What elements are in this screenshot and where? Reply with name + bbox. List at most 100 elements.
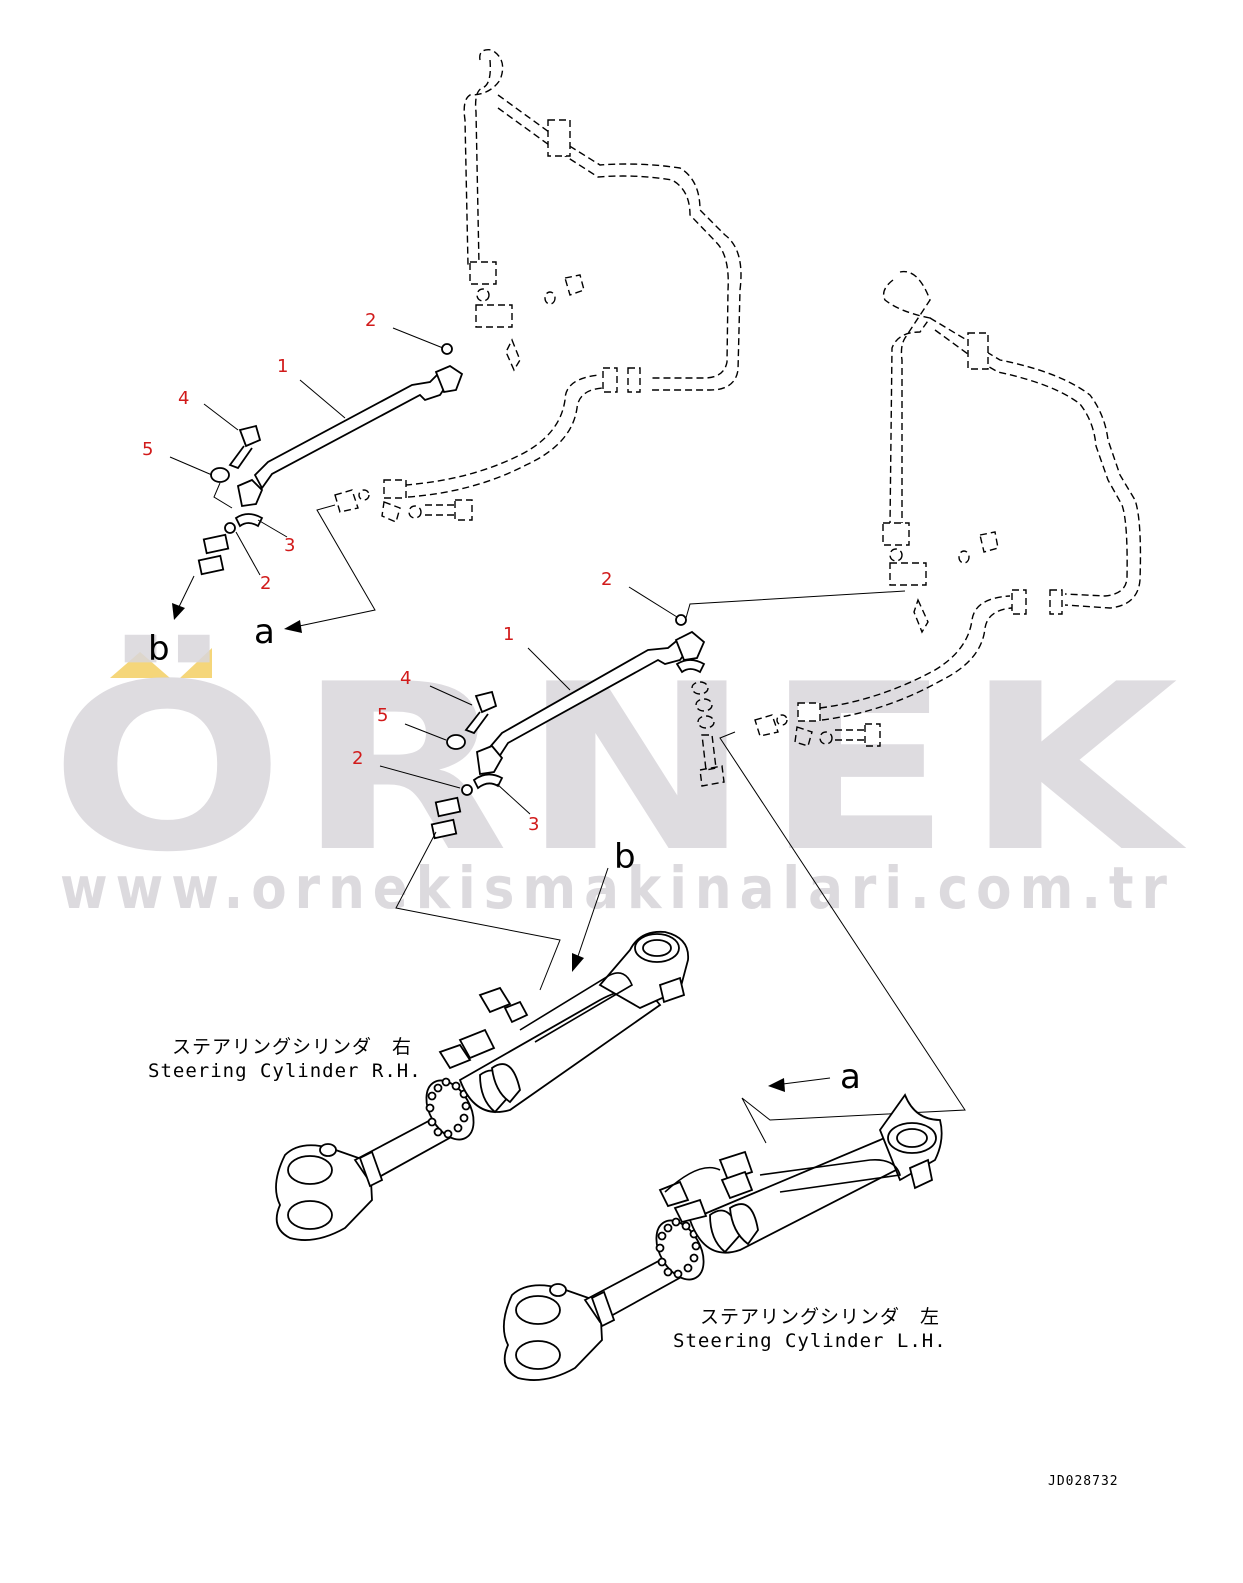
ref-letter-lower-a: a bbox=[840, 1057, 861, 1097]
upper-dashed-hose-fitting bbox=[602, 367, 618, 393]
lower-dashed-pipe-run bbox=[929, 317, 1142, 609]
callout-lower-5: 5 bbox=[377, 705, 388, 726]
watermark-accent-right bbox=[180, 648, 212, 678]
callout-upper-2-bottom: 2 bbox=[260, 573, 271, 594]
leader-lower-3 bbox=[496, 783, 531, 815]
document-id: JD028732 bbox=[1048, 1474, 1119, 1489]
lh-grease-nipple bbox=[549, 1283, 567, 1297]
upper-oring-2-top bbox=[441, 343, 453, 355]
leader-upper-5 bbox=[169, 456, 213, 476]
upper-hose-1 bbox=[253, 370, 452, 490]
lower-a-ref-line bbox=[719, 731, 966, 1144]
upper-dashed-block bbox=[547, 119, 571, 157]
lh-eye-hole-top bbox=[515, 1295, 561, 1325]
leader-lower-5 bbox=[404, 723, 447, 741]
callout-lower-4: 4 bbox=[400, 668, 411, 689]
upper-b-arrowhead bbox=[172, 603, 185, 620]
lh-rod-collar bbox=[590, 1290, 616, 1328]
lower-split-flange-a bbox=[434, 796, 462, 818]
lower-bolt-4 bbox=[464, 690, 498, 735]
callout-lower-2-mid: 2 bbox=[352, 748, 363, 769]
lower-dashed-stack-2 bbox=[695, 698, 713, 712]
lower-dashed-valve bbox=[889, 562, 927, 586]
lh-head-bore-inner bbox=[896, 1128, 928, 1148]
leader-upper-1 bbox=[299, 379, 346, 419]
lower-dashed-flange bbox=[882, 522, 910, 546]
rh-grease-nipple bbox=[319, 1143, 337, 1157]
upper-dashed-valve bbox=[475, 304, 513, 328]
upper-dashed-fitting bbox=[505, 338, 521, 372]
lower-b-arrow-shaft bbox=[574, 867, 609, 966]
upper-assembly: 1 2 4 5 3 2 b a bbox=[142, 49, 742, 669]
lower-b-ref-line bbox=[395, 831, 561, 991]
upper-split-flange-b bbox=[197, 554, 225, 576]
lower-flange-block bbox=[476, 744, 504, 776]
upper-dashed-hose bbox=[404, 374, 601, 486]
lh-cylinder-tube bbox=[759, 1158, 902, 1193]
upper-bolt-4 bbox=[228, 424, 262, 470]
lh-head-bracket bbox=[908, 1158, 934, 1190]
rh-eye-hole-bottom bbox=[287, 1200, 333, 1230]
rh-port-block-3 bbox=[438, 1043, 472, 1070]
leader-lower-2-top bbox=[628, 586, 678, 618]
ref-letter-upper-a: a bbox=[254, 612, 275, 652]
lower-dashed-small-oring bbox=[958, 550, 970, 564]
lower-oring-2-top bbox=[675, 614, 687, 626]
caption-lh-jp: ステアリングシリンダ 左 bbox=[700, 1306, 940, 1328]
lower-clamp-3 bbox=[472, 773, 504, 790]
leader-lower-1 bbox=[527, 647, 571, 691]
lower-dashed-hose bbox=[819, 595, 1011, 709]
upper-dashed-washer bbox=[408, 505, 422, 519]
upper-dashed-pipe-loop-2 bbox=[474, 59, 492, 266]
upper-dashed-plug bbox=[564, 274, 585, 296]
lower-dashed-bolt bbox=[835, 723, 881, 747]
upper-dashed-oring-left bbox=[358, 489, 370, 501]
lower-dashed-hose-fitting bbox=[1011, 589, 1027, 615]
rh-port-block bbox=[478, 986, 512, 1014]
callout-upper-1: 1 bbox=[277, 356, 288, 377]
upper-hose-fitting-end bbox=[434, 364, 464, 394]
lower-oring-2-mid bbox=[461, 784, 473, 796]
lower-dashed-washer bbox=[819, 731, 833, 745]
lower-dashed-pipe-loop-2 bbox=[899, 270, 931, 525]
upper-dashed-pipe-run bbox=[497, 94, 742, 391]
upper-dashed-bolt bbox=[425, 499, 473, 521]
upper-dashed-pipe-loop bbox=[463, 49, 504, 266]
lh-port-fitting bbox=[658, 1180, 690, 1208]
leader-lower-2-mid bbox=[379, 765, 461, 789]
lh-barrel-band-2 bbox=[729, 1203, 759, 1246]
lower-flange-top bbox=[675, 659, 706, 674]
lower-dashed-stack-1 bbox=[691, 681, 709, 695]
upper-oring-2-bottom bbox=[224, 522, 236, 534]
lower-dashed-stack-3 bbox=[697, 715, 715, 729]
upper-dashed-hose-2 bbox=[407, 387, 603, 498]
callout-lower-1: 1 bbox=[503, 624, 514, 645]
upper-dashed-flange bbox=[469, 261, 497, 285]
rh-port-fitting bbox=[458, 1028, 496, 1060]
rh-port-block-2 bbox=[503, 1000, 529, 1024]
lower-dashed-flange-left bbox=[754, 714, 779, 737]
upper-split-flange-a bbox=[202, 533, 230, 555]
lower-b-arrowhead bbox=[572, 953, 584, 972]
steering-cylinder-rh: ステアリングシリンダ 右 Steering Cylinder R.H. bbox=[148, 930, 689, 1241]
upper-dashed-flange-left bbox=[334, 489, 359, 513]
upper-dashed-oring bbox=[476, 288, 490, 302]
upper-a-arrowhead bbox=[284, 620, 302, 633]
lower-dashed-pipe-loop bbox=[882, 279, 932, 526]
watermark-accent-left bbox=[110, 652, 170, 678]
lower-dashed-plug bbox=[979, 531, 999, 553]
leader-upper-5-to-flange bbox=[213, 482, 233, 509]
lh-port-block-2 bbox=[720, 1170, 754, 1200]
rh-barrel-band-2 bbox=[491, 1063, 521, 1104]
lower-assembly: 2 1 4 5 2 3 b a bbox=[352, 270, 1142, 1144]
leader-upper-4 bbox=[203, 403, 239, 431]
ref-letter-lower-b: b bbox=[614, 837, 636, 877]
rh-eye-hole-top bbox=[287, 1155, 333, 1185]
callout-lower-2-top: 2 bbox=[601, 569, 612, 590]
lower-dashed-oring bbox=[889, 548, 903, 562]
lh-hose-loop bbox=[664, 1166, 721, 1193]
rh-cylinder-tube bbox=[519, 972, 634, 1043]
lower-dashed-flange-half bbox=[794, 726, 813, 747]
upper-dashed-fitting-end bbox=[383, 479, 407, 499]
upper-dashed-flange-half bbox=[381, 501, 401, 523]
